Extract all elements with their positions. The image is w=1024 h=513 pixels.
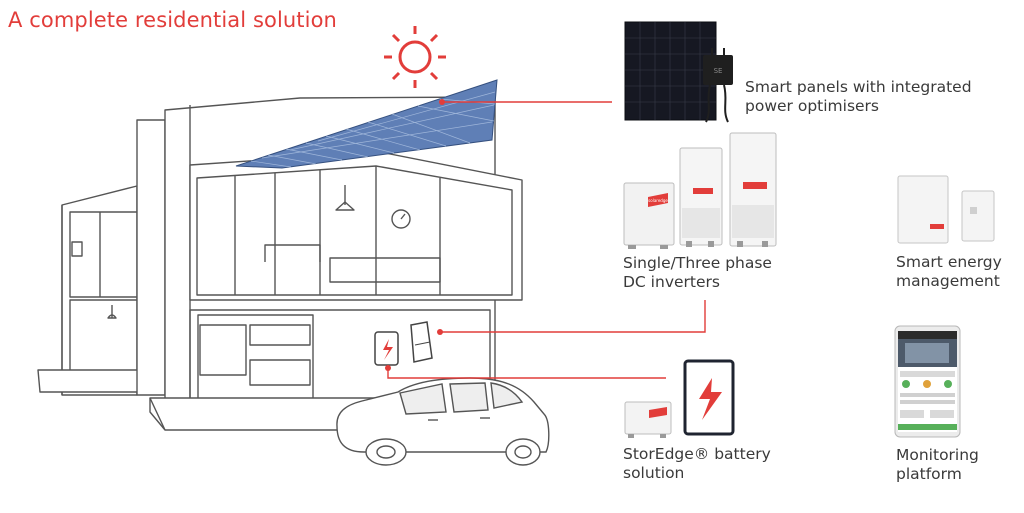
label-energy-management-line1: Smart energy bbox=[896, 253, 1002, 271]
lightning-bolt-icon bbox=[699, 378, 722, 420]
label-inverters: Single/Three phase DC inverters bbox=[623, 254, 772, 292]
label-smart-panels: Smart panels with integrated power optim… bbox=[745, 78, 972, 116]
label-inverters-line2: DC inverters bbox=[623, 273, 720, 291]
label-smart-panels-line2: power optimisers bbox=[745, 97, 880, 115]
label-energy-management: Smart energy management bbox=[896, 253, 1002, 291]
label-monitoring: Monitoring platform bbox=[896, 446, 979, 484]
inverter-brand-small: solaredge bbox=[648, 198, 668, 203]
sun-icon bbox=[384, 26, 446, 88]
label-inverters-line1: Single/Three phase bbox=[623, 254, 772, 272]
optimiser-brand-mark: SE bbox=[714, 67, 723, 75]
smart-panel-product: SE bbox=[624, 21, 733, 123]
label-monitoring-line1: Monitoring bbox=[896, 446, 979, 464]
label-energy-management-line2: management bbox=[896, 272, 1000, 290]
solar-panel-icon bbox=[235, 79, 498, 169]
car-icon bbox=[336, 377, 550, 466]
phone-app-icon bbox=[894, 325, 961, 438]
label-storedge-line2: solution bbox=[623, 464, 685, 482]
storedge-product bbox=[624, 359, 735, 438]
connector-lines bbox=[385, 99, 706, 379]
label-storedge-line1: StorEdge® battery bbox=[623, 445, 771, 463]
label-smart-panels-line1: Smart panels with integrated bbox=[745, 78, 972, 96]
diagram-title: A complete residential solution bbox=[8, 8, 337, 32]
energy-meter-icon bbox=[897, 175, 995, 244]
label-monitoring-line2: platform bbox=[896, 465, 962, 483]
battery-icon bbox=[374, 331, 399, 366]
inverters-product: solaredge bbox=[623, 132, 777, 249]
label-storedge: StorEdge® battery solution bbox=[623, 445, 771, 483]
inverter-icon bbox=[410, 321, 433, 363]
